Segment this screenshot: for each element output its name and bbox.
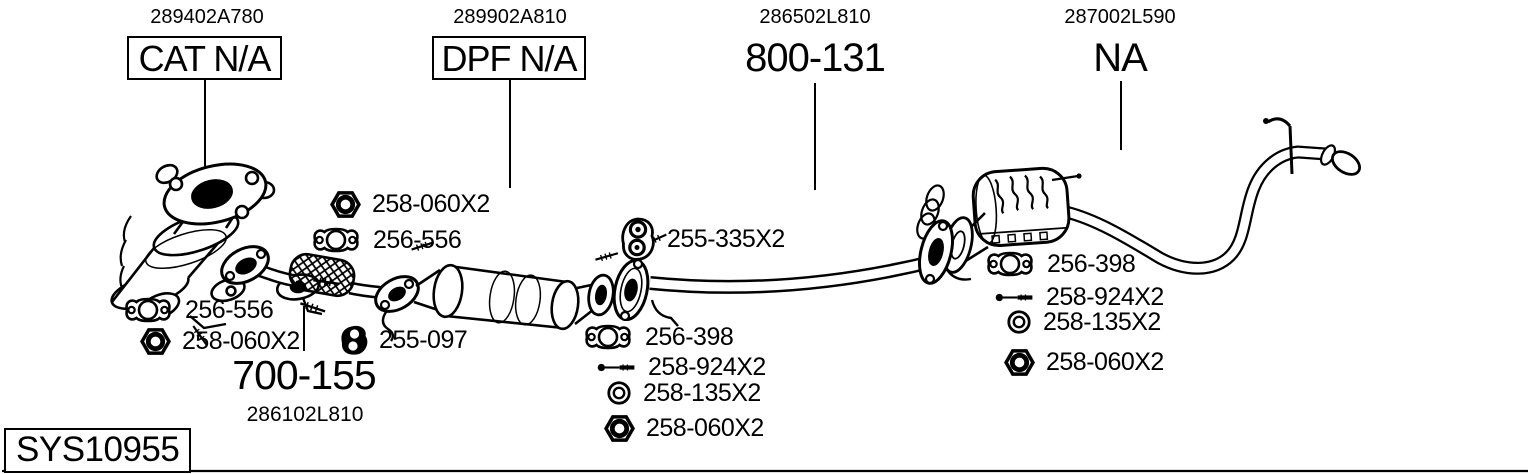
- part-number: 256-556: [373, 225, 462, 254]
- system-code-badge: SYS10955: [4, 428, 192, 473]
- part-number: 258-060X2: [1046, 348, 1164, 376]
- assembly-label-center-pipe: 800-131: [745, 36, 886, 80]
- callout-rear-nut: 258-060X2: [1004, 347, 1164, 378]
- nut-icon: [330, 189, 361, 220]
- center-pipe-part: [612, 184, 945, 327]
- callout-cat-nut: 258-060X2: [330, 189, 490, 220]
- gasket-icon: [122, 296, 174, 324]
- gasket-icon: [310, 226, 362, 254]
- part-number: 256-398: [1047, 249, 1136, 278]
- muffler-part: [918, 117, 1362, 285]
- callout-rear-gasket: 256-398: [984, 249, 1136, 278]
- callout-mid-washer: 258-135X2: [606, 380, 761, 406]
- washer-icon: [606, 380, 632, 406]
- callout-hanger-255-335: 255-335X2: [620, 217, 785, 261]
- nut-icon: [1004, 347, 1035, 378]
- assembly-label-dpf: DPF N/A: [432, 36, 586, 80]
- callout-rear-bolt: 258-924X2: [995, 285, 1164, 310]
- front-pipe-part-number: 286102L810: [246, 403, 364, 426]
- part-number: 258-060X2: [646, 414, 764, 442]
- part-number: 258-060X2: [182, 327, 300, 355]
- part-number: 256-398: [645, 322, 734, 351]
- assembly-part-number-center-pipe: 286502L810: [759, 6, 871, 28]
- callout-mid-bolt: 258-924X2: [597, 355, 766, 380]
- callout-cat-gasket: 256-556: [310, 225, 462, 254]
- part-number: 258-135X2: [1043, 307, 1161, 336]
- assembly-part-number-muffler: 287002L590: [1064, 6, 1176, 28]
- gasket-icon: [582, 323, 634, 351]
- leader-lines: [204, 80, 1122, 351]
- rubber-hanger-icon: [620, 217, 656, 261]
- assembly-label-muffler: NA: [1093, 36, 1148, 80]
- part-number: 256-556: [185, 295, 274, 324]
- part-number: 258-060X2: [372, 190, 490, 218]
- assembly-part-number-cat: 289402A780: [150, 6, 264, 28]
- front-pipe-part: [220, 245, 420, 342]
- part-number: 258-924X2: [648, 353, 766, 381]
- callout-mid-nut: 258-060X2: [604, 413, 764, 444]
- bolt-icon: [597, 361, 637, 374]
- rubber-hanger-icon: [340, 325, 368, 355]
- callout-front-gasket: 256-556: [122, 295, 274, 324]
- washer-icon: [1006, 309, 1032, 335]
- front-pipe-label: 700-155: [232, 352, 376, 398]
- assembly-label-cat: CAT N/A: [127, 36, 282, 80]
- callout-rear-washer: 258-135X2: [1006, 309, 1161, 335]
- dpf-part: [409, 238, 621, 331]
- part-number: 255-335X2: [667, 224, 785, 253]
- part-number: 255-097: [379, 325, 468, 354]
- assembly-part-number-dpf: 289902A810: [453, 6, 567, 28]
- nut-icon: [604, 413, 635, 444]
- nut-icon: [140, 326, 171, 357]
- callout-front-nut: 258-060X2: [140, 326, 300, 357]
- callout-hanger-255-097: 255-097: [340, 325, 468, 355]
- part-number: 258-924X2: [1046, 283, 1164, 311]
- callout-mid-gasket: 256-398: [582, 322, 734, 351]
- part-number: 258-135X2: [643, 378, 761, 407]
- bolt-icon: [995, 291, 1035, 304]
- gasket-icon: [984, 250, 1036, 278]
